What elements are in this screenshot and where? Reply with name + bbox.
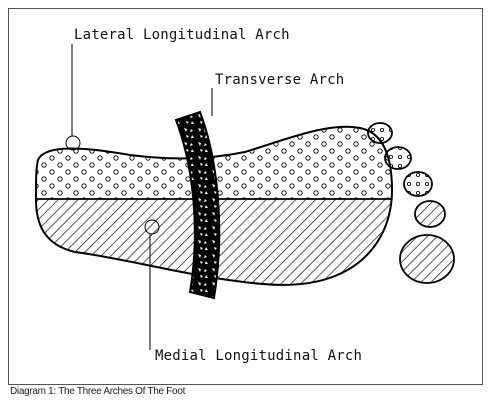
diagram-caption: Diagram 1: The Three Arches Of The Foot	[10, 386, 185, 397]
toe-5	[400, 235, 454, 283]
toe-3	[404, 172, 432, 196]
toe-1	[368, 123, 392, 143]
toe-4	[415, 201, 445, 227]
medial-arch-label: Medial Longitudinal Arch	[155, 348, 362, 364]
transverse-arch-label: Transverse Arch	[215, 72, 344, 88]
toe-2	[385, 147, 411, 169]
lateral-arch-label: Lateral Longitudinal Arch	[74, 27, 290, 43]
